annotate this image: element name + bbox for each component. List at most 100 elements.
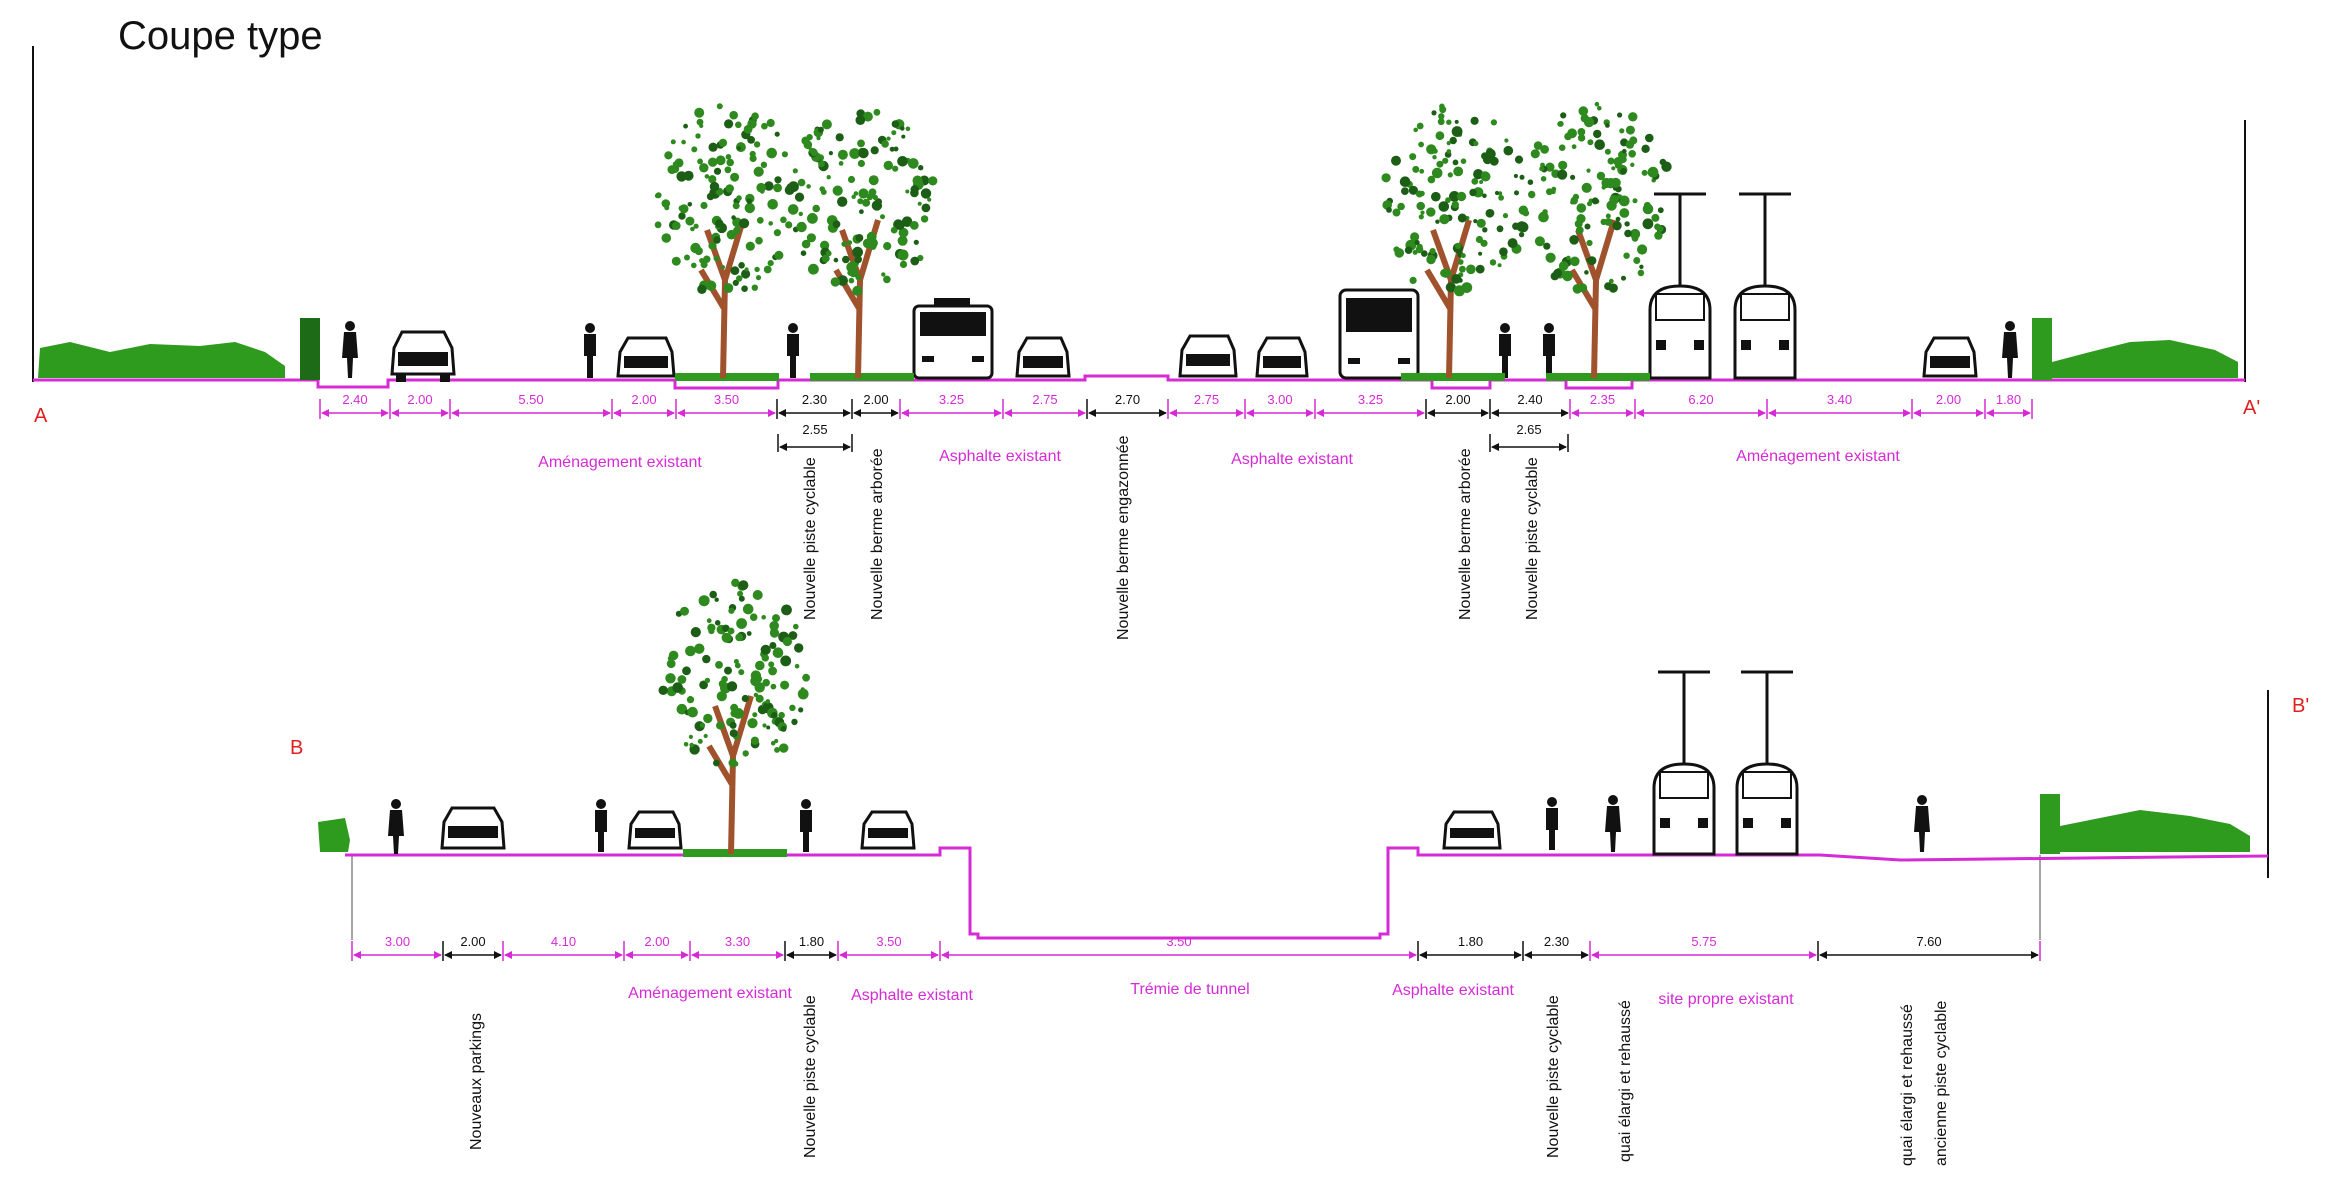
- tree-leaf: [1542, 209, 1548, 215]
- tree-leaf: [891, 130, 897, 136]
- tree-icon: [654, 103, 805, 381]
- tree-leaf: [709, 590, 717, 599]
- dimension-label: 2.55: [802, 422, 827, 437]
- ground-profile-a: [33, 374, 2245, 390]
- tree-leaf: [725, 154, 732, 160]
- tree-leaf: [681, 139, 686, 145]
- tree-leaf: [1459, 265, 1466, 273]
- cyclist-icon: [1546, 797, 1558, 850]
- pedestrian-icon: [1914, 795, 1930, 852]
- tree-leaf: [1620, 168, 1627, 175]
- tree-leaf: [707, 623, 716, 632]
- tree-leaf: [789, 704, 796, 711]
- tree-leaf: [1502, 213, 1509, 219]
- tree-leaf: [1478, 251, 1483, 256]
- tree-leaf: [1438, 113, 1445, 120]
- tree-leaf: [1608, 278, 1614, 284]
- tree-leaf: [730, 709, 738, 718]
- tree-leaf: [1504, 138, 1509, 143]
- tree-leaf: [912, 175, 923, 186]
- tree-leaf: [881, 140, 889, 148]
- tree-leaf: [1619, 128, 1625, 134]
- tree-leaf: [870, 146, 879, 155]
- tree-leaf: [774, 176, 782, 184]
- tree-leaf: [889, 146, 895, 152]
- dimension-label: 2.30: [1544, 934, 1569, 949]
- tree-leaf: [1574, 219, 1583, 228]
- tree-leaf: [1391, 155, 1401, 166]
- tree-leaf: [685, 216, 695, 226]
- tree-leaf: [1435, 131, 1445, 141]
- tree-leaf: [724, 119, 734, 129]
- tree-leaf: [891, 120, 900, 128]
- dimension-label: 2.00: [863, 392, 888, 407]
- tree-leaf: [741, 285, 748, 292]
- tree-leaf: [704, 174, 710, 179]
- tree-leaf: [1456, 191, 1467, 202]
- dimension-label: 3.00: [1267, 392, 1292, 407]
- tree-leaf: [729, 729, 738, 738]
- tree-leaf: [1564, 132, 1572, 141]
- tree-leaf: [841, 241, 848, 247]
- tree-leaf: [1642, 203, 1654, 215]
- hedge-icon: [300, 318, 320, 380]
- tree-leaf: [737, 146, 741, 151]
- tree-leaf: [755, 236, 763, 245]
- tree-leaf: [806, 184, 811, 189]
- tree-leaf: [1489, 259, 1497, 266]
- tree-leaf: [1575, 226, 1584, 235]
- tree-leaf: [1625, 125, 1635, 135]
- tree-leaf: [1518, 205, 1528, 215]
- tree-leaf: [873, 108, 881, 116]
- tree-leaf: [792, 168, 798, 174]
- dimension-label: 3.25: [939, 392, 964, 407]
- tree-leaf: [1514, 190, 1519, 196]
- tree-leaf: [788, 631, 798, 640]
- tree-leaf: [1479, 180, 1484, 184]
- vertical-label: Nouvelle piste cyclable: [802, 457, 819, 620]
- tree-leaf: [706, 618, 712, 624]
- zone-label: Aménagement existant: [1736, 448, 1900, 465]
- tree-leaf: [1594, 101, 1600, 107]
- tree-leaf: [718, 680, 727, 688]
- tree-leaf: [742, 750, 749, 757]
- bush-icon: [38, 342, 285, 378]
- tree-leaf: [1451, 200, 1459, 209]
- dimension-label: 1.80: [1458, 934, 1483, 949]
- tree-leaf: [1393, 246, 1400, 253]
- tree-leaf: [1418, 141, 1424, 148]
- tree-leaf: [769, 642, 777, 649]
- tree-leaf: [853, 191, 859, 196]
- pedestrian-icon: [388, 799, 404, 854]
- tree-leaf: [1432, 155, 1437, 160]
- tree-leaf: [872, 194, 878, 201]
- tree-leaf: [859, 209, 864, 215]
- tree-leaf: [807, 213, 818, 224]
- tree-leaf: [1619, 208, 1630, 218]
- tree-leaf: [874, 198, 882, 206]
- tree-leaf: [655, 192, 662, 199]
- tree-leaf: [1473, 169, 1484, 180]
- pedestrian-icon: [342, 321, 358, 378]
- tree-leaf: [694, 643, 705, 654]
- vertical-label: Nouvelle berme arborée: [869, 448, 886, 620]
- tree-leaf: [1534, 236, 1545, 247]
- tree-leaf: [1538, 211, 1549, 223]
- tree-leaf: [893, 146, 899, 152]
- tree-leaf: [754, 682, 765, 693]
- pedestrian-icon: [2002, 321, 2018, 378]
- tree-leaf: [1584, 270, 1589, 275]
- dimension-label: 2.00: [460, 934, 485, 949]
- tree-leaf: [722, 624, 730, 632]
- tree-leaf: [1518, 231, 1525, 238]
- car-icon: [1015, 336, 1071, 378]
- tree-leaf: [1454, 119, 1459, 124]
- tree-leaf: [1514, 155, 1524, 164]
- tree-leaf: [1630, 162, 1635, 167]
- dimension-label: 3.50: [714, 392, 739, 407]
- marker-b-prime: B': [2292, 695, 2309, 717]
- tree-leaf: [798, 211, 803, 217]
- car-icon: [860, 810, 916, 850]
- tree-leaf: [1473, 140, 1479, 147]
